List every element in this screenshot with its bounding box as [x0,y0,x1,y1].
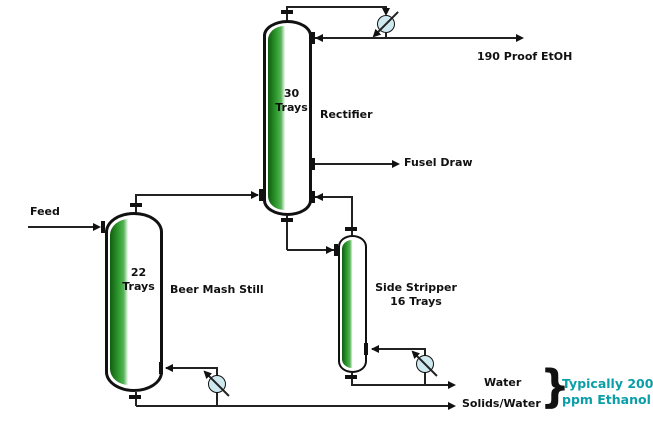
beer-mash-still-vessel: 22 Trays [105,212,163,392]
ethanol-product-label: 190 Proof EtOH [477,50,573,63]
rectifier-tray-stripe [268,26,286,210]
stripper-vapor-line-v [351,196,353,236]
condenser-outlet-line [385,32,387,39]
stripper-reboiler-nozzle-tick [364,343,368,355]
feed-label: Feed [30,205,60,218]
reflux-nozzle-tick [311,32,315,44]
ethanol-product-arrow [516,34,524,42]
feed-line [28,226,96,228]
beer-bottoms-nozzle-line [135,392,137,406]
stripper-vapor-arrow [315,193,323,201]
solids-water-arrow [448,402,456,410]
rectifier-overhead-line [287,6,387,8]
rectifier-bottoms-arrow [326,246,334,254]
brace: } [540,360,570,413]
fusel-nozzle-tick [311,158,315,170]
distillate-line [315,37,522,39]
beer-reboiler-utility-arrow [200,367,213,379]
fusel-draw-arrow [392,160,400,168]
stripper-vapor-nozzle-tick [311,191,315,203]
rectifier-vessel: 30 Trays [263,20,312,216]
rectifier-top-nozzle-tick [281,10,293,14]
stripper-bottoms-nozzle-line [351,373,353,386]
beer-still-tray-stripe [110,219,129,385]
beer-bottom-nozzle-tick [129,395,141,399]
ppm-annotation: Typically 200 ppm Ethanol [562,376,653,407]
beer-reboiler-nozzle-tick [159,362,163,374]
fusel-draw-line [315,163,395,165]
beer-reboiler-return-arrow [165,364,173,372]
rectifier-feed-nozzle-tick [259,189,263,201]
water-arrow [448,381,456,389]
stripper-reboiler-return-line [372,348,425,350]
side-stripper-name-label: Side Stripper 16 Trays [375,281,457,308]
solids-water-label: Solids/Water [462,397,541,410]
stripper-top-nozzle-tick [345,227,357,231]
water-label: Water [484,376,522,389]
beer-still-top-nozzle-tick [130,203,142,207]
side-stripper-vessel [338,235,367,373]
side-stripper-tray-stripe [342,240,353,368]
condenser-inlet-arrow [382,8,390,16]
rectifier-trays-label: 30 Trays [275,87,308,114]
beer-vapor-arrow [251,191,259,199]
beer-still-trays-label: 22 Trays [122,266,155,293]
stripper-reboiler-return-arrow [371,345,379,353]
stripper-feed-nozzle-tick [334,244,338,256]
stripper-vapor-line-h [315,196,352,198]
rectifier-bottoms-line-h [287,249,334,251]
beer-reboiler-return-line [166,367,217,369]
feed-arrow [93,223,101,231]
stripper-bottom-nozzle-tick [345,375,357,379]
water-line [352,384,450,386]
rectifier-bottom-nozzle-tick [281,218,293,222]
beer-vapor-line [136,194,258,196]
rectifier-top-nozzle-line [286,6,288,21]
reflux-arrow [315,34,323,42]
beer-still-name-label: Beer Mash Still [170,283,264,296]
fusel-draw-label: Fusel Draw [404,156,473,169]
rectifier-name-label: Rectifier [320,108,373,121]
solids-water-line [136,405,450,407]
rectifier-bottoms-line-v [286,216,288,250]
feed-nozzle-tick [101,221,105,233]
